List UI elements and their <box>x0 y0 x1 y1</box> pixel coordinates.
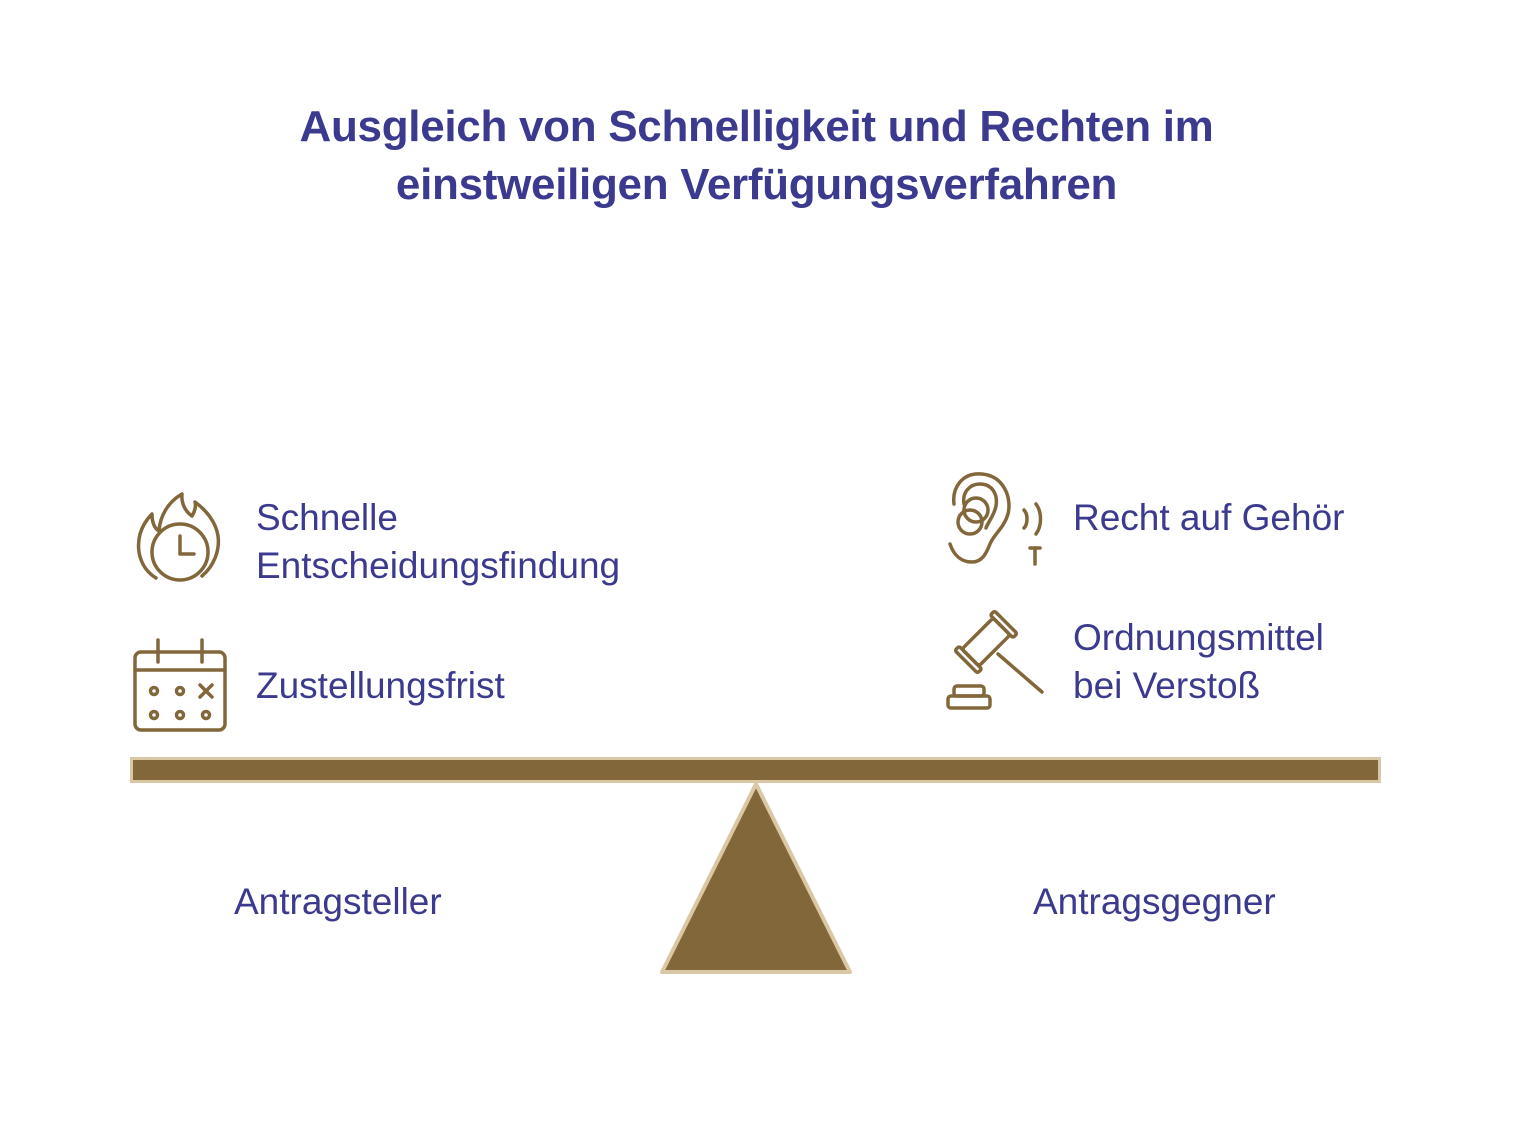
gavel-icon <box>946 609 1046 712</box>
right-item-1-text: Recht auf Gehör <box>1073 497 1345 538</box>
right-item-2-text: Ordnungsmittel bei Verstoß <box>1073 617 1324 706</box>
balance-beam <box>130 757 1381 783</box>
title-line-1: Ausgleich von Schnelligkeit und Rechten … <box>299 102 1214 151</box>
ear-hearing-icon <box>946 470 1046 570</box>
left-side-label: Antragsteller <box>234 881 442 922</box>
right-side-label: Antragsgegner <box>1033 881 1276 922</box>
fulcrum-triangle <box>656 780 856 985</box>
title-line-2: einstweiligen Verfügungsverfahren <box>395 160 1118 209</box>
calendar-icon <box>133 638 228 734</box>
left-item-1-text: Schnelle Entscheidungsfindung <box>256 497 621 586</box>
left-item-2-text: Zustellungsfrist <box>256 665 505 706</box>
fire-clock-icon <box>134 490 224 590</box>
page-title: Ausgleich von Schnelligkeit und Rechten … <box>0 98 1513 214</box>
